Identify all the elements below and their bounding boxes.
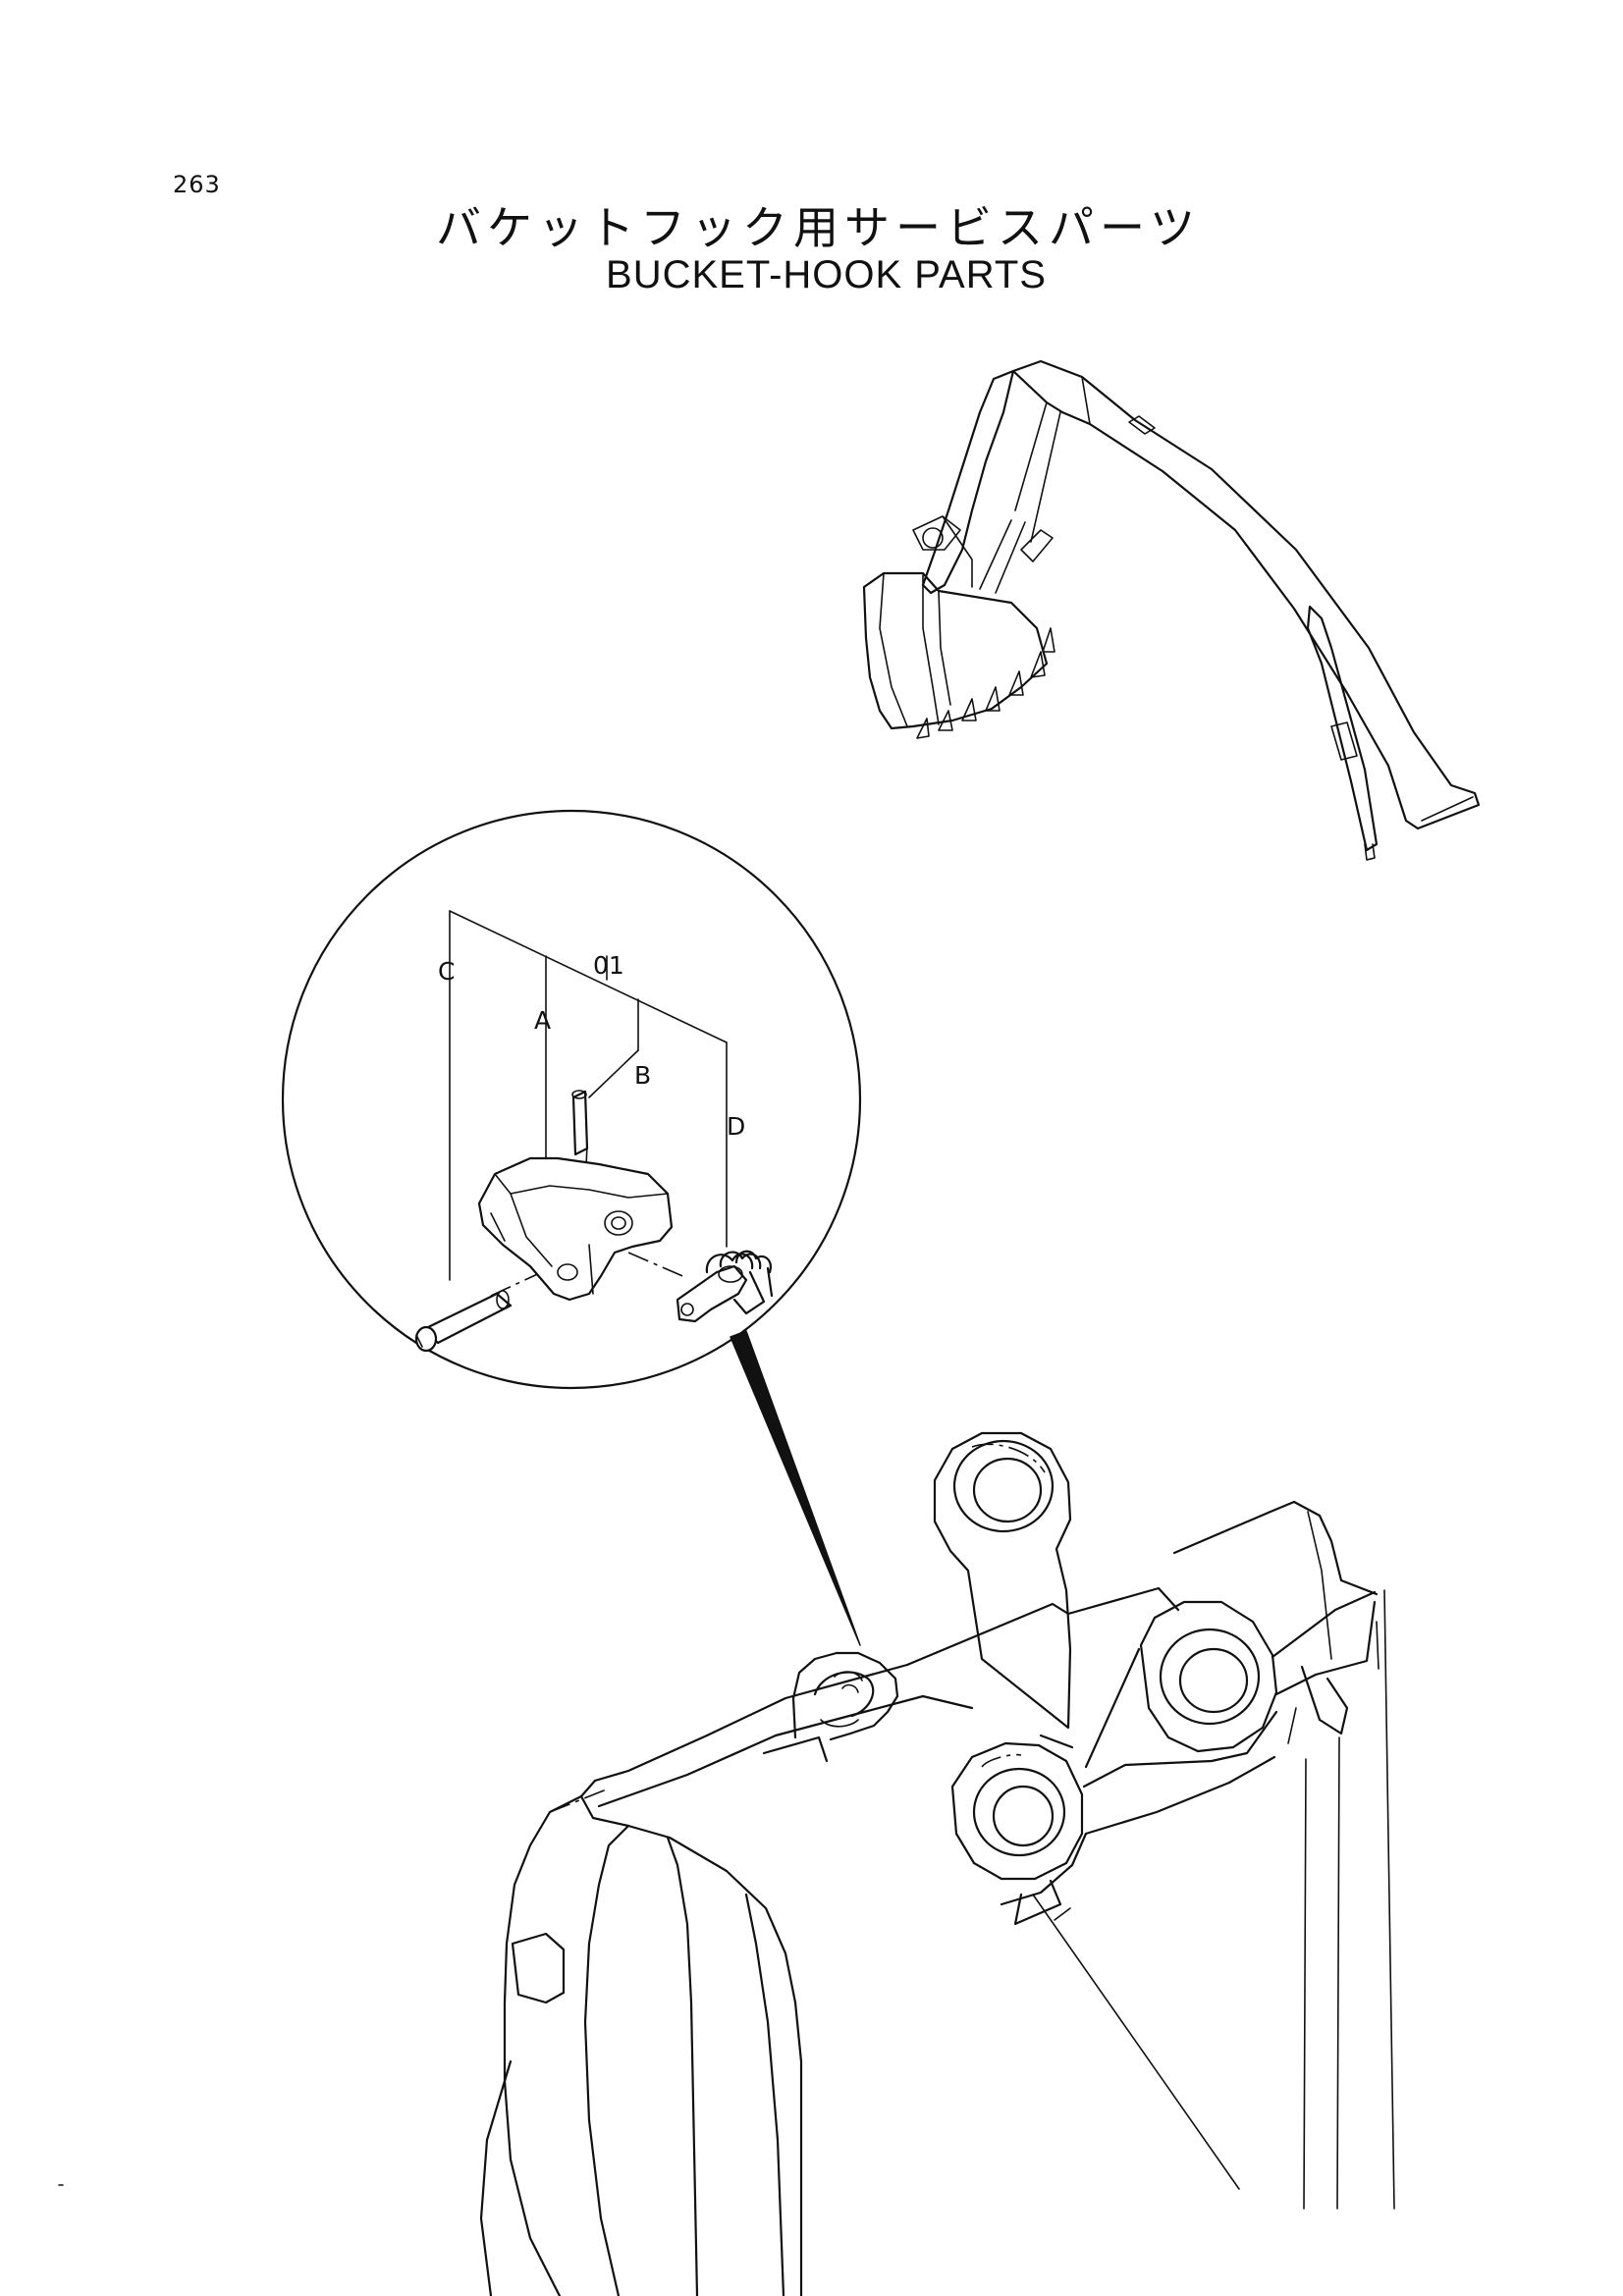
label-a: A xyxy=(534,1006,551,1035)
bucket-drawing xyxy=(479,1431,1395,2296)
callout-labels: 01 C A B D xyxy=(438,951,745,1141)
page-title-english: BUCKET-HOOK PARTS xyxy=(606,253,1047,296)
part-d-torsion-spring xyxy=(676,1250,774,1323)
label-b: B xyxy=(634,1061,651,1090)
part-a-hook-body xyxy=(477,1156,674,1302)
label-c: C xyxy=(438,957,455,986)
label-d: D xyxy=(727,1112,745,1141)
page-title-japanese: バケットフック用サービスパーツ xyxy=(435,201,1202,254)
excavator-attachment-drawing xyxy=(862,359,1481,861)
part-b-spring-pin xyxy=(571,1090,589,1156)
part-c-pin xyxy=(414,1290,513,1353)
detail-callout-circle xyxy=(281,809,862,1646)
callout-leader-lines xyxy=(449,910,728,1297)
page-number: 263 xyxy=(173,171,221,198)
label-assembly-01: 01 xyxy=(593,951,624,980)
